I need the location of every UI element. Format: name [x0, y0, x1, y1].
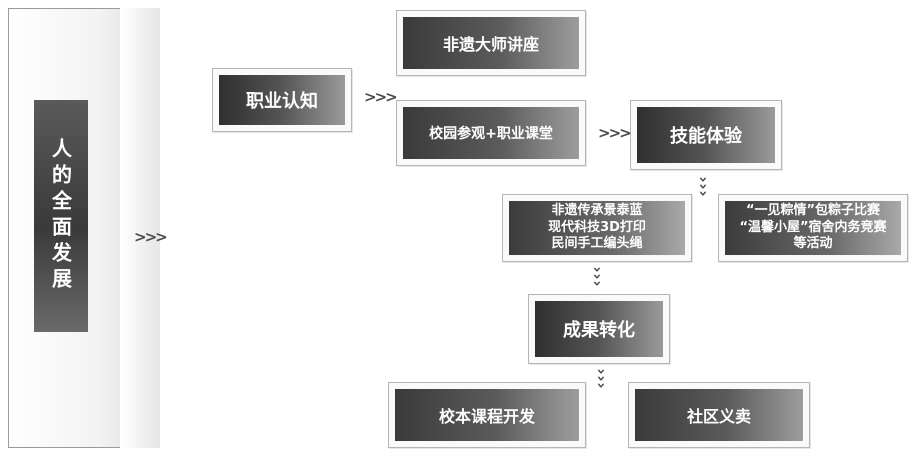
outcome-down-arrow: › › › [591, 368, 611, 389]
career-to-campus-arrow: >>> [364, 88, 398, 106]
school-curriculum-node: 校本课程开发 [388, 382, 586, 448]
holistic-development-box: 人的全面发展 [34, 100, 88, 332]
holistic-development-label: 人的全面发展 [48, 138, 73, 294]
activity-b-line: “一见粽情”包粽子比赛 [745, 202, 881, 218]
activity-b-line: 等活动 [793, 236, 833, 252]
left-arrow: >>> [134, 228, 168, 246]
campus-visit-label: 校园参观+职业课堂 [403, 107, 579, 159]
community-sale-label: 社区义卖 [635, 389, 803, 441]
skill-experience-node: 技能体验 [630, 100, 782, 170]
community-sale-node: 社区义卖 [628, 382, 810, 448]
down-glyph: › [694, 190, 713, 197]
career-cognition-label: 职业认知 [219, 75, 345, 125]
outcome-transform-node: 成果转化 [528, 294, 670, 364]
master-lecture-node: 非遗大师讲座 [396, 10, 586, 76]
activities-a-node: 非遗传承景泰蓝 现代科技3D打印 民间手工编头绳 [502, 194, 692, 262]
campus-to-skill-arrow: >>> [598, 124, 632, 142]
outcome-transform-label: 成果转化 [535, 301, 663, 357]
skill-experience-label: 技能体验 [637, 107, 775, 163]
skill-down-arrow: › › › [693, 176, 713, 197]
master-lecture-label: 非遗大师讲座 [403, 17, 579, 69]
left-panel-strip [120, 8, 160, 448]
career-cognition-node: 职业认知 [212, 68, 352, 132]
down-glyph: › [588, 280, 607, 287]
activity-a-line: 现代科技3D打印 [548, 219, 646, 235]
activity-a-line: 民间手工编头绳 [551, 236, 643, 252]
activities-b-text: “一见粽情”包粽子比赛 “温馨小屋”宿舍内务竞赛 等活动 [725, 201, 901, 255]
down-glyph: › [592, 382, 611, 389]
activities-b-node: “一见粽情”包粽子比赛 “温馨小屋”宿舍内务竞赛 等活动 [718, 194, 908, 262]
campus-visit-node: 校园参观+职业课堂 [396, 100, 586, 166]
activity-a-line: 非遗传承景泰蓝 [551, 202, 643, 218]
activities-a-text: 非遗传承景泰蓝 现代科技3D打印 民间手工编头绳 [509, 201, 685, 255]
activity-b-line: “温馨小屋”宿舍内务竞赛 [739, 219, 887, 235]
school-curriculum-label: 校本课程开发 [395, 389, 579, 441]
activities-down-arrow: › › › [587, 266, 607, 287]
